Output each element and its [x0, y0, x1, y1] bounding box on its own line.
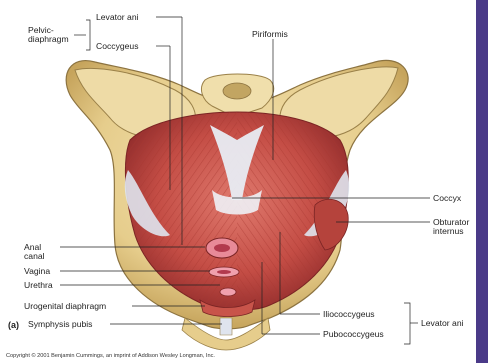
- label-piriformis: Piriformis: [252, 30, 288, 39]
- copyright-caption: Copyright © 2001 Benjamin Cummings, an i…: [6, 353, 215, 359]
- label-coccygeus: Coccygeus: [96, 42, 139, 51]
- label-vagina: Vagina: [24, 267, 50, 276]
- label-iliococcygeus: Iliococcygeus: [323, 310, 375, 319]
- label-symphysis-pubis: Symphysis pubis: [28, 320, 92, 329]
- label-obturator-internus: Obturator internus: [433, 218, 469, 236]
- figure-panel-letter: (a): [8, 320, 19, 330]
- label-levator-ani-top: Levator ani: [96, 13, 139, 22]
- symphysis-pubis: [220, 318, 232, 335]
- label-levator-ani-right: Levator ani: [421, 319, 464, 328]
- sacral-foramen: [223, 83, 251, 99]
- vagina-opening: [217, 270, 231, 274]
- anal-opening: [214, 244, 230, 252]
- figure-canvas: Pelvic- diaphragm Levator ani Coccygeus …: [0, 0, 476, 363]
- urethra: [220, 288, 236, 296]
- label-pubococcygeus: Pubococcygeus: [323, 330, 384, 339]
- label-pelvic-diaphragm: Pelvic- diaphragm: [28, 26, 69, 44]
- label-anal-canal: Anal canal: [24, 243, 45, 261]
- label-urethra: Urethra: [24, 281, 53, 290]
- label-urogenital-diaphragm: Urogenital diaphragm: [24, 302, 106, 311]
- label-pelvic-diaphragm-text: Pelvic- diaphragm: [28, 25, 69, 44]
- label-coccyx: Coccyx: [433, 194, 461, 203]
